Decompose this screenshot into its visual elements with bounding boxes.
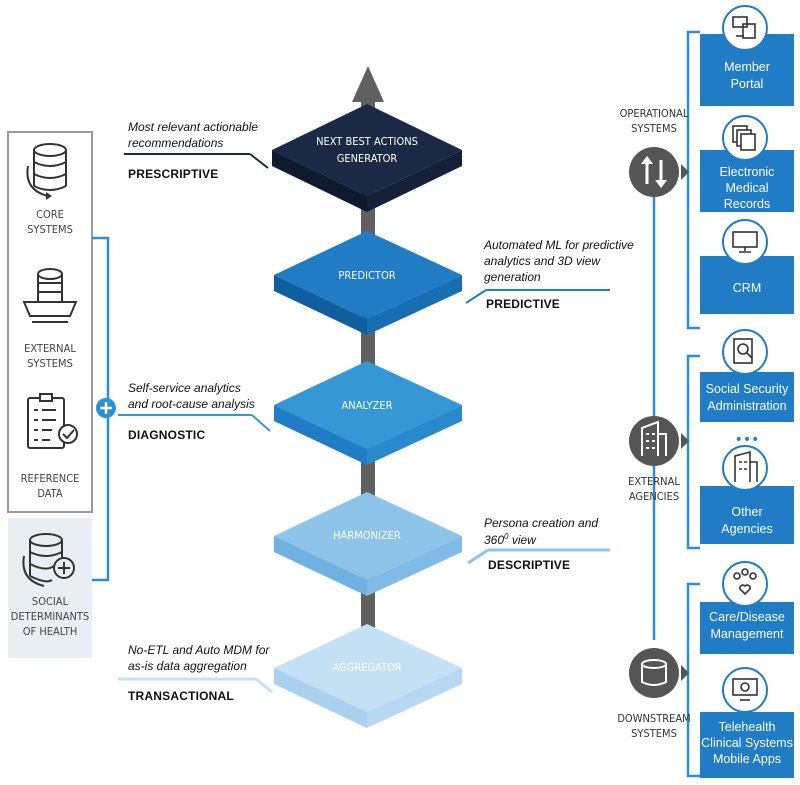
- svg-text:Agencies: Agencies: [721, 522, 772, 536]
- document-search-icon: [733, 338, 753, 364]
- layer-name: HARMONIZER: [333, 529, 401, 542]
- target-crm[interactable]: CRM: [700, 219, 794, 314]
- svg-text:3600 view: 3600 view: [484, 532, 537, 547]
- annotation-diagnostic: Self-service analytics and root-cause an…: [118, 381, 271, 442]
- layer-name-line2: GENERATOR: [337, 152, 398, 165]
- svg-text:No-ETL and Auto MDM for: No-ETL and Auto MDM for: [128, 643, 270, 657]
- svg-text:Care/Disease: Care/Disease: [709, 610, 785, 624]
- svg-text:Portal: Portal: [731, 77, 764, 91]
- annotation-predictive: Automated ML for predictive analytics an…: [465, 238, 634, 311]
- svg-text:and root-cause analysis: and root-cause analysis: [128, 397, 255, 411]
- target-ssa[interactable]: Social Security Administration: [700, 329, 794, 422]
- source-label: SYSTEMS: [27, 223, 73, 236]
- level-label: PRESCRIPTIVE: [128, 167, 218, 181]
- svg-text:Medical: Medical: [725, 181, 768, 195]
- building-icon: [641, 420, 667, 456]
- data-sources-panel: CORE SYSTEMS EXTERNAL SYSTEMS REFERENCE …: [7, 131, 93, 658]
- annotation-transactional: No-ETL and Auto MDM for as-is data aggre…: [118, 643, 273, 703]
- target-telehealth[interactable]: Telehealth Clinical Systems Mobile Apps: [700, 667, 794, 778]
- sync-arrows-icon: [641, 156, 667, 188]
- level-label: PREDICTIVE: [486, 297, 560, 311]
- group-external-agencies: EXTERNAL AGENCIES: [628, 416, 689, 503]
- layer-harmonizer[interactable]: HARMONIZER: [274, 492, 462, 596]
- layer-next-best-actions[interactable]: NEXT BEST ACTIONS GENERATOR: [272, 104, 462, 212]
- svg-text:Management: Management: [711, 627, 784, 641]
- svg-text:CRM: CRM: [733, 281, 761, 295]
- svg-text:AGENCIES: AGENCIES: [629, 490, 679, 503]
- svg-text:Self-service analytics: Self-service analytics: [128, 381, 241, 395]
- svg-text:OPERATIONAL: OPERATIONAL: [620, 107, 689, 120]
- checklist-icon: [27, 393, 78, 449]
- records-icon: [732, 125, 756, 151]
- svg-text:recommendations: recommendations: [128, 136, 223, 150]
- annotation-prescriptive: Most relevant actionable recommendations…: [124, 120, 269, 181]
- svg-text:Other: Other: [731, 505, 762, 519]
- layer-analyzer[interactable]: ANALYZER: [274, 361, 462, 465]
- group-operational: OPERATIONAL SYSTEMS: [620, 107, 689, 197]
- layer-predictor[interactable]: PREDICTOR: [274, 231, 462, 335]
- layer-name: AGGREGATOR: [332, 661, 401, 674]
- target-care-management[interactable]: Care/Disease Management: [700, 561, 794, 654]
- people-heart-icon: [733, 568, 757, 596]
- source-label: EXTERNAL: [24, 342, 76, 355]
- database-icon: [641, 659, 667, 686]
- target-other-agencies[interactable]: Other Agencies: [700, 445, 794, 544]
- svg-text:SYSTEMS: SYSTEMS: [631, 727, 677, 740]
- svg-text:Social Security: Social Security: [706, 382, 789, 396]
- monitor-icon: [732, 231, 758, 253]
- layer-name: PREDICTOR: [338, 269, 395, 282]
- source-label: REFERENCE: [21, 472, 80, 485]
- layer-aggregator[interactable]: AGGREGATOR: [274, 624, 462, 728]
- telehealth-icon: [732, 678, 758, 701]
- target-member-portal[interactable]: Member Portal: [700, 5, 794, 106]
- svg-text:Automated ML for predictive: Automated ML for predictive: [483, 238, 634, 252]
- svg-text:Mobile Apps: Mobile Apps: [713, 752, 781, 766]
- sources-connector: [92, 236, 116, 582]
- source-label: SYSTEMS: [27, 357, 73, 370]
- svg-text:Persona creation and: Persona creation and: [484, 516, 598, 530]
- svg-text:Administration: Administration: [707, 399, 786, 413]
- target-emr[interactable]: Electronic Medical Records: [700, 115, 794, 212]
- devices-icon: [732, 16, 756, 39]
- level-label: TRANSACTIONAL: [128, 689, 234, 703]
- svg-text:Clinical Systems: Clinical Systems: [701, 736, 793, 750]
- svg-text:Records: Records: [724, 197, 771, 211]
- layer-name: ANALYZER: [342, 399, 393, 412]
- database-icon: [26, 143, 67, 200]
- more-ellipsis: •••: [735, 432, 760, 448]
- source-label: OF HEALTH: [23, 625, 78, 638]
- svg-text:Member: Member: [724, 60, 770, 74]
- svg-text:Electronic: Electronic: [720, 165, 775, 179]
- svg-text:SYSTEMS: SYSTEMS: [631, 122, 677, 135]
- svg-text:DOWNSTREAM: DOWNSTREAM: [617, 712, 690, 725]
- svg-text:analytics and 3D view: analytics and 3D view: [484, 254, 601, 268]
- svg-text:EXTERNAL: EXTERNAL: [628, 475, 680, 488]
- database-plus-icon: [22, 533, 75, 587]
- svg-text:as-is data aggregation: as-is data aggregation: [128, 659, 247, 673]
- level-label: DIAGNOSTIC: [128, 428, 205, 442]
- server-tray-icon: [22, 268, 78, 323]
- svg-text:generation: generation: [484, 270, 541, 284]
- group-downstream: DOWNSTREAM SYSTEMS: [617, 648, 691, 740]
- source-label: DETERMINANTS: [11, 610, 89, 623]
- source-label: SOCIAL: [32, 595, 69, 608]
- level-label: DESCRIPTIVE: [488, 558, 570, 572]
- layer-name: NEXT BEST ACTIONS: [316, 135, 418, 148]
- source-label: CORE: [36, 208, 64, 221]
- svg-text:Most relevant actionable: Most relevant actionable: [128, 120, 258, 134]
- office-building-icon: [734, 450, 758, 482]
- svg-text:Telehealth: Telehealth: [719, 720, 776, 734]
- source-label: DATA: [37, 487, 63, 500]
- annotation-descriptive: Persona creation and 3600 view DESCRIPTI…: [467, 516, 610, 572]
